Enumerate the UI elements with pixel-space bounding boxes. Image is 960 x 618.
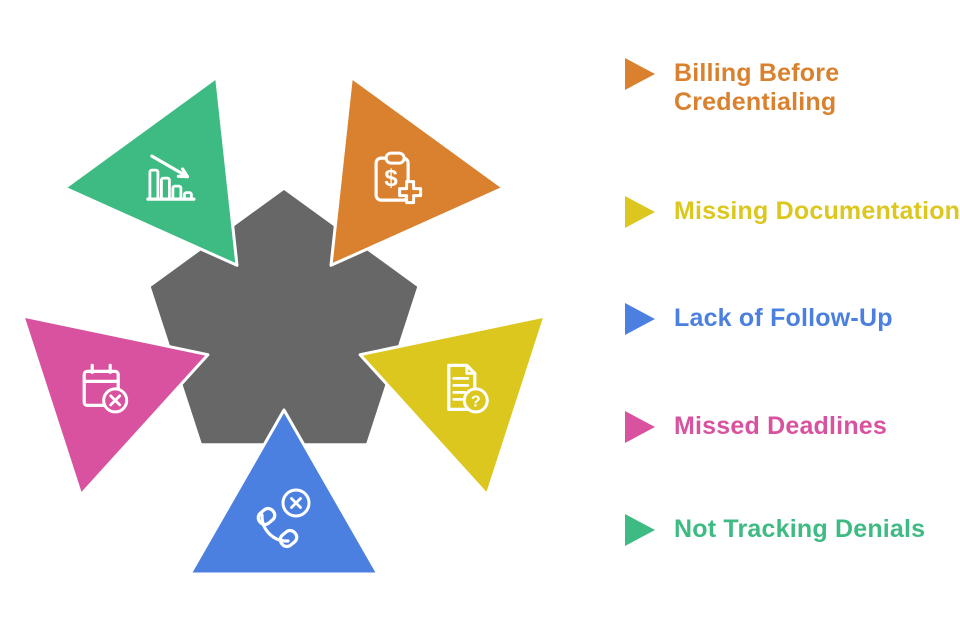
legend-item-missed-deadlines: Missed Deadlines [625, 411, 887, 443]
triangle-lack-of-follow-up [188, 408, 380, 576]
legend-label: Missing Documentation [674, 197, 960, 225]
pentagon-diagram: $ ? [21, 75, 547, 576]
legend-item-missing-documentation: Missing Documentation [625, 196, 960, 228]
phone-missed-icon [256, 488, 311, 549]
legend-arrow-icon [625, 303, 655, 335]
question-glyph: ? [471, 393, 481, 410]
legend-label: Lack of Follow-Up [674, 304, 893, 332]
legend-arrow-icon [625, 196, 655, 228]
legend-arrow-icon [625, 411, 655, 443]
legend-item-billing-before-credentialing: Billing Before Credentialing [625, 58, 884, 117]
legend-label: Billing Before Credentialing [674, 59, 840, 116]
legend-label: Not Tracking Denials [674, 515, 926, 543]
trend-down-icon [146, 154, 196, 201]
legend-item-not-tracking-denials: Not Tracking Denials [625, 514, 925, 546]
legend-arrow-icon [625, 514, 655, 546]
legend-arrow-icon [625, 58, 655, 90]
calendar-x-icon [82, 363, 129, 414]
document-question-icon: ? [447, 363, 489, 414]
legend-label: Missed Deadlines [674, 412, 888, 440]
clipboard-billing-icon: $ [374, 151, 423, 205]
triangle-missing-documentation [358, 314, 547, 497]
dollar-glyph: $ [384, 165, 398, 192]
legend-item-lack-of-follow-up: Lack of Follow-Up [625, 303, 893, 335]
triangle-billing-before-credentialing [329, 75, 505, 267]
